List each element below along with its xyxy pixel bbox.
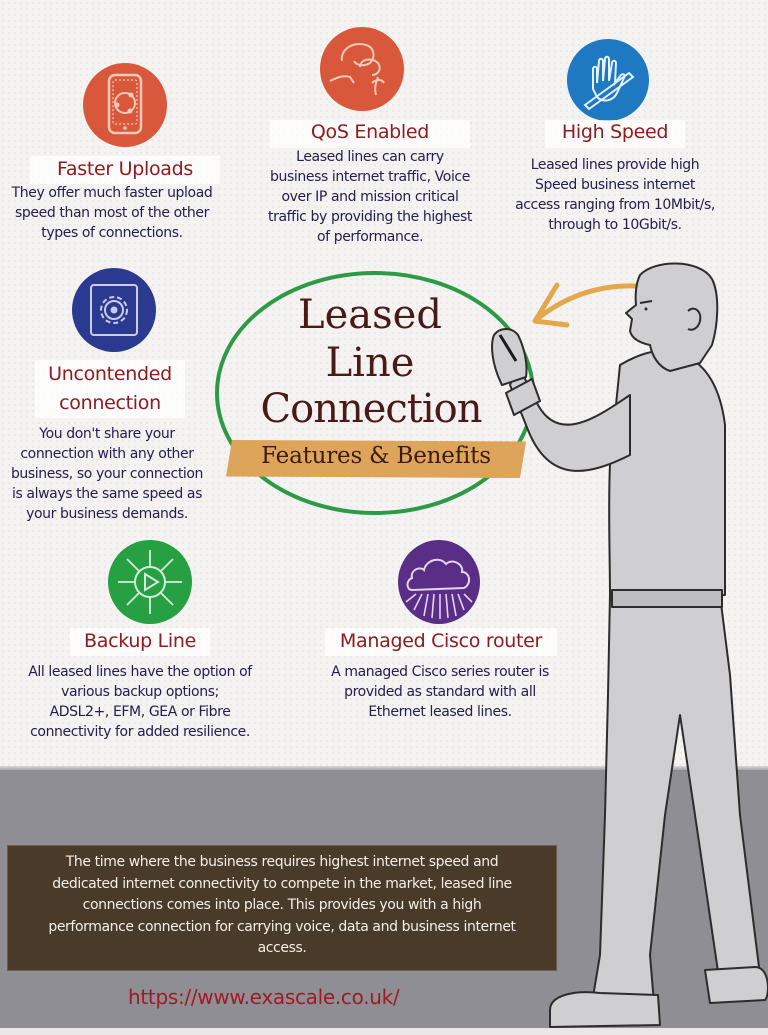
desc-line: is always the same speed as xyxy=(12,486,202,502)
high-speed-title: High Speed xyxy=(561,121,669,143)
cisco-router-title: Managed Cisco router xyxy=(339,630,543,652)
backup-line-desc: All leased lines have the option of vari… xyxy=(0,662,280,742)
backup-line-title-bg xyxy=(70,628,210,656)
faster-uploads-desc: They offer much faster upload speed than… xyxy=(0,183,224,243)
backup-line-title: Backup Line xyxy=(84,630,196,652)
desc-line: access ranging from 10Mbit/s, xyxy=(515,197,715,213)
uncontended-title-bg xyxy=(35,360,185,418)
faster-uploads-title-bg xyxy=(30,156,220,184)
man-illustration xyxy=(491,262,768,1028)
hand-pen-icon xyxy=(583,55,635,111)
faster-uploads-icon-circle xyxy=(83,63,167,147)
high-speed-title-bg xyxy=(545,120,685,148)
summary-line: connections comes into place. This provi… xyxy=(82,897,482,913)
qos-title: QoS Enabled xyxy=(310,121,430,143)
desc-line: connection with any other xyxy=(20,446,194,462)
desc-line: Leased lines provide high xyxy=(530,157,700,173)
summary-line: performance connection for carrying voic… xyxy=(48,918,516,935)
desc-line: You don't share your xyxy=(39,426,175,442)
uncontended-title-line1: Uncontended xyxy=(48,363,172,385)
desc-line: All leased lines have the option of xyxy=(28,664,252,680)
desc-line: over IP and mission critical xyxy=(281,189,459,205)
title-line-line: Line xyxy=(325,340,415,386)
desc-line: business internet traffic, Voice xyxy=(270,169,470,185)
desc-line: Leased lines can carry xyxy=(296,149,444,165)
desc-line: A managed Cisco series router is xyxy=(331,664,549,680)
cisco-router-desc: A managed Cisco series router is provide… xyxy=(310,662,570,722)
desc-line: through to 10Gbit/s. xyxy=(548,217,682,233)
gear-icon xyxy=(90,284,138,336)
title-line-connection: Connection xyxy=(260,386,483,432)
uncontended-icon-circle xyxy=(72,268,156,352)
cloud-icon xyxy=(405,558,473,619)
qos-icon-circle xyxy=(320,27,404,111)
desc-line: various backup options; xyxy=(61,684,219,700)
desc-line: types of connections. xyxy=(41,225,183,241)
smartphone-sync-icon xyxy=(107,73,143,135)
desc-line: connectivity for added resilience. xyxy=(30,724,250,740)
bottom-strip xyxy=(0,1028,768,1035)
cisco-router-title-bg xyxy=(325,628,557,656)
uncontended-title-line2: connection xyxy=(59,392,161,414)
summary-line: dedicated internet connectivity to compe… xyxy=(52,875,512,892)
subtitle-ribbon xyxy=(226,440,526,478)
qos-desc: Leased lines can carry business internet… xyxy=(238,147,502,247)
faster-uploads-title: Faster Uploads xyxy=(57,158,193,180)
title-line-leased: Leased xyxy=(298,292,442,338)
uncontended-desc: You don't share your connection with any… xyxy=(0,424,214,524)
desc-line: business, so your connection xyxy=(10,466,204,482)
high-speed-icon-circle xyxy=(567,39,649,121)
desc-line: of performance. xyxy=(316,229,424,245)
backup-line-icon-circle xyxy=(108,540,192,624)
floor-edge xyxy=(0,766,768,772)
desc-line: Speed business internet xyxy=(535,177,695,193)
desc-line: speed than most of the other xyxy=(15,205,209,221)
desc-line: ADSL2+, EFM, GEA or Fibre xyxy=(49,704,231,720)
desc-line: provided as standard with all xyxy=(344,684,536,700)
desc-line: traffic by providing the highest xyxy=(268,209,472,225)
summary-line: access. xyxy=(257,940,307,956)
play-broadcast-icon xyxy=(118,550,182,614)
subtitle: Features & Benefits xyxy=(261,443,491,469)
high-speed-desc: Leased lines provide high Speed business… xyxy=(500,155,730,235)
desc-line: your business demands. xyxy=(26,506,188,522)
qos-title-bg xyxy=(270,120,470,148)
desc-line: Ethernet leased lines. xyxy=(368,704,512,720)
conversation-heads-icon xyxy=(329,43,385,96)
desc-line: They offer much faster upload xyxy=(11,185,213,201)
website-link[interactable]: https://www.exascale.co.uk/ xyxy=(128,985,400,1009)
cisco-router-icon-circle xyxy=(398,540,480,624)
summary-box: The time where the business requires hig… xyxy=(7,845,557,971)
summary-line: The time where the business requires hig… xyxy=(65,854,499,870)
